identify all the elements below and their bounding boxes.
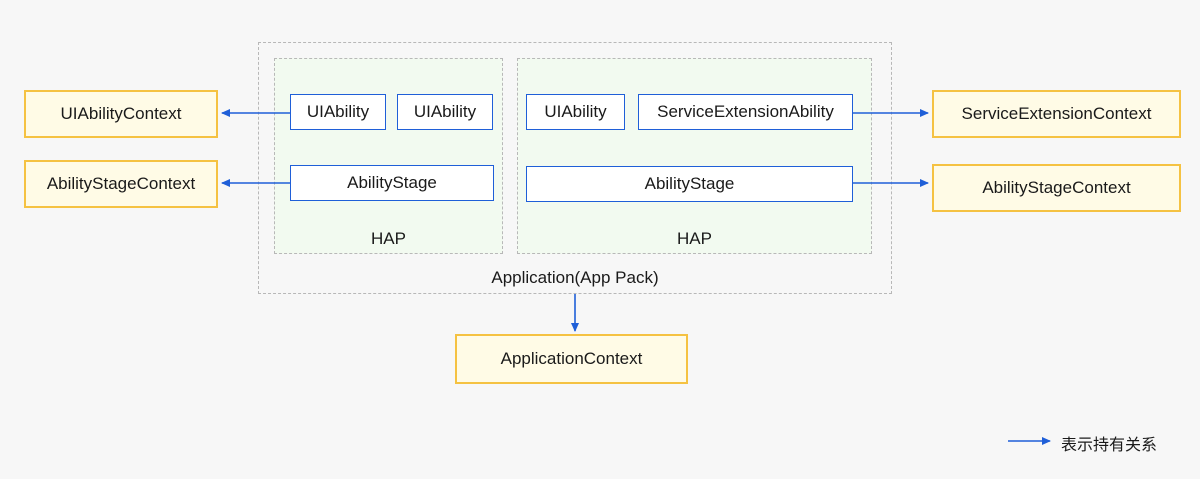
hap-1-uiability-1: UIAbility [290, 94, 386, 130]
uiabilitycontext-box: UIAbilityContext [24, 90, 218, 138]
hap-1-uiability-2: UIAbility [397, 94, 493, 130]
hap-2-container [517, 58, 872, 254]
applicationcontext-box: ApplicationContext [455, 334, 688, 384]
hap-2-abilitystage: AbilityStage [526, 166, 853, 202]
legend-label: 表示持有关系 [1061, 437, 1158, 454]
hap-2-serviceextensionability: ServiceExtensionAbility [638, 94, 853, 130]
hap-2-label: HAP [677, 229, 712, 248]
hap-2-uiability: UIAbility [526, 94, 625, 130]
abilitystagecontext-left-box: AbilityStageContext [24, 160, 218, 208]
application-label: Application(App Pack) [491, 268, 659, 287]
hap-1-container [274, 58, 503, 254]
abilitystagecontext-right-box: AbilityStageContext [932, 164, 1181, 212]
hap-1-label: HAP [371, 229, 406, 248]
application-container [258, 42, 892, 294]
hap-1-abilitystage: AbilityStage [290, 165, 494, 201]
serviceextensioncontext-box: ServiceExtensionContext [932, 90, 1181, 138]
